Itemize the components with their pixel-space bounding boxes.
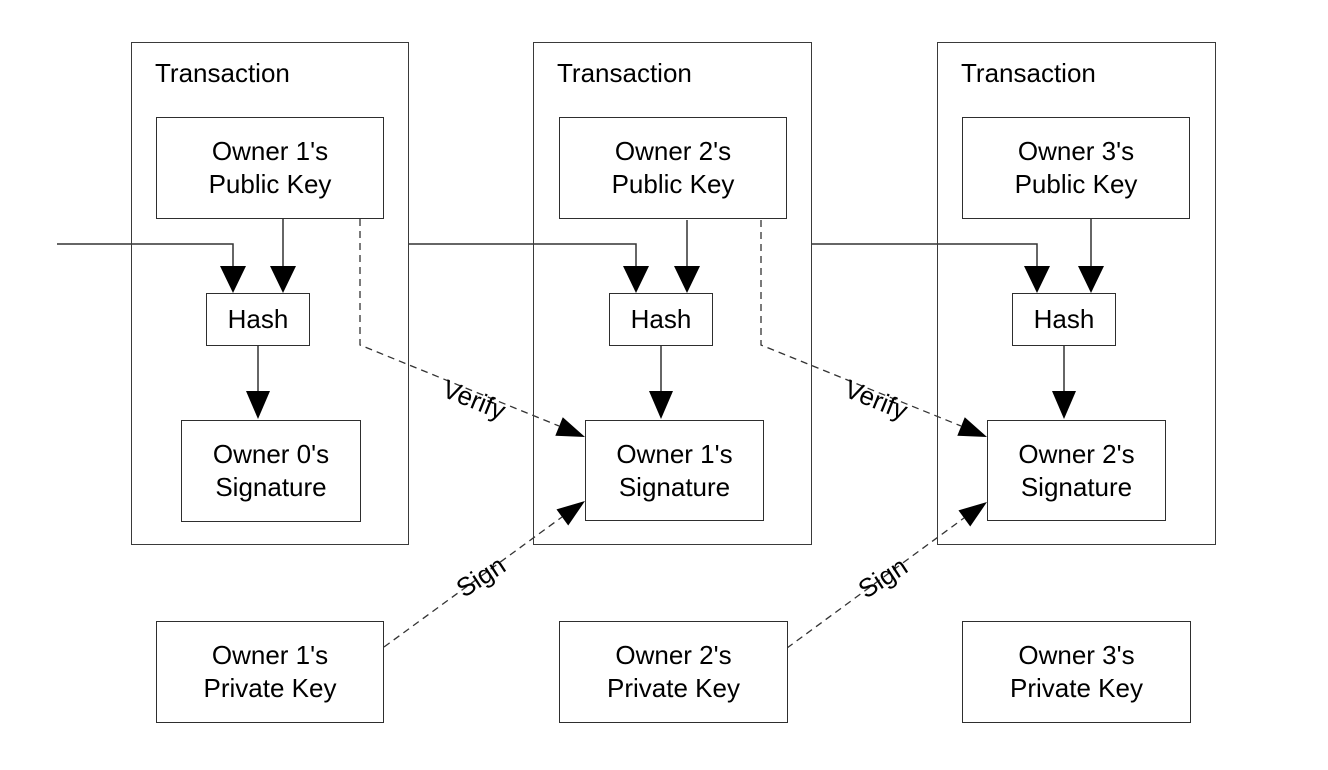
arrowhead-chain-hash3 bbox=[1024, 266, 1050, 293]
transaction-title-3: Transaction bbox=[961, 58, 1096, 88]
arrowhead-hash3-signature3 bbox=[1052, 391, 1076, 419]
transaction-box-2: Transaction bbox=[533, 42, 812, 545]
hash-box-2: Hash bbox=[609, 293, 713, 346]
sign-line-2 bbox=[786, 517, 965, 649]
sign-line-1 bbox=[383, 516, 563, 648]
hash-label-3: Hash bbox=[1033, 304, 1095, 334]
chain-line-tx1-to-tx2 bbox=[409, 243, 637, 268]
verify-line-2 bbox=[760, 220, 962, 427]
transaction-title-1: Transaction bbox=[155, 58, 290, 88]
chain-line-tx2-to-tx3 bbox=[812, 243, 1038, 268]
arrowhead-hash1-signature1 bbox=[246, 391, 270, 419]
transaction-box-3: Transaction bbox=[937, 42, 1216, 545]
arrowhead-pubkey3-hash3 bbox=[1078, 266, 1104, 293]
arrowhead-chain-hash2 bbox=[623, 266, 649, 293]
arrowhead-sign-2 bbox=[958, 502, 987, 527]
hash-box-1: Hash bbox=[206, 293, 310, 346]
transaction-title-2: Transaction bbox=[557, 58, 692, 88]
arrowhead-verify-2 bbox=[957, 417, 987, 437]
arrowhead-verify-1 bbox=[555, 417, 585, 437]
dashed-lines bbox=[359, 219, 965, 649]
chain-line-into-tx1 bbox=[57, 243, 234, 268]
hash-box-3: Hash bbox=[1012, 293, 1116, 346]
chain-hash-lines bbox=[57, 219, 1092, 394]
arrowhead-hash2-signature2 bbox=[649, 391, 673, 419]
arrowhead-chain-hash1 bbox=[220, 266, 246, 293]
verify-line-1 bbox=[359, 219, 560, 427]
arrowhead-pubkey1-hash1 bbox=[270, 266, 296, 293]
dashed-arrowheads bbox=[555, 417, 987, 527]
solid-arrowheads bbox=[220, 266, 1104, 419]
transaction-box-1: Transaction bbox=[131, 42, 409, 545]
hash-label-2: Hash bbox=[630, 304, 692, 334]
hash-label-1: Hash bbox=[227, 304, 289, 334]
arrowhead-pubkey2-hash2 bbox=[674, 266, 700, 293]
arrowhead-sign-1 bbox=[556, 501, 585, 526]
